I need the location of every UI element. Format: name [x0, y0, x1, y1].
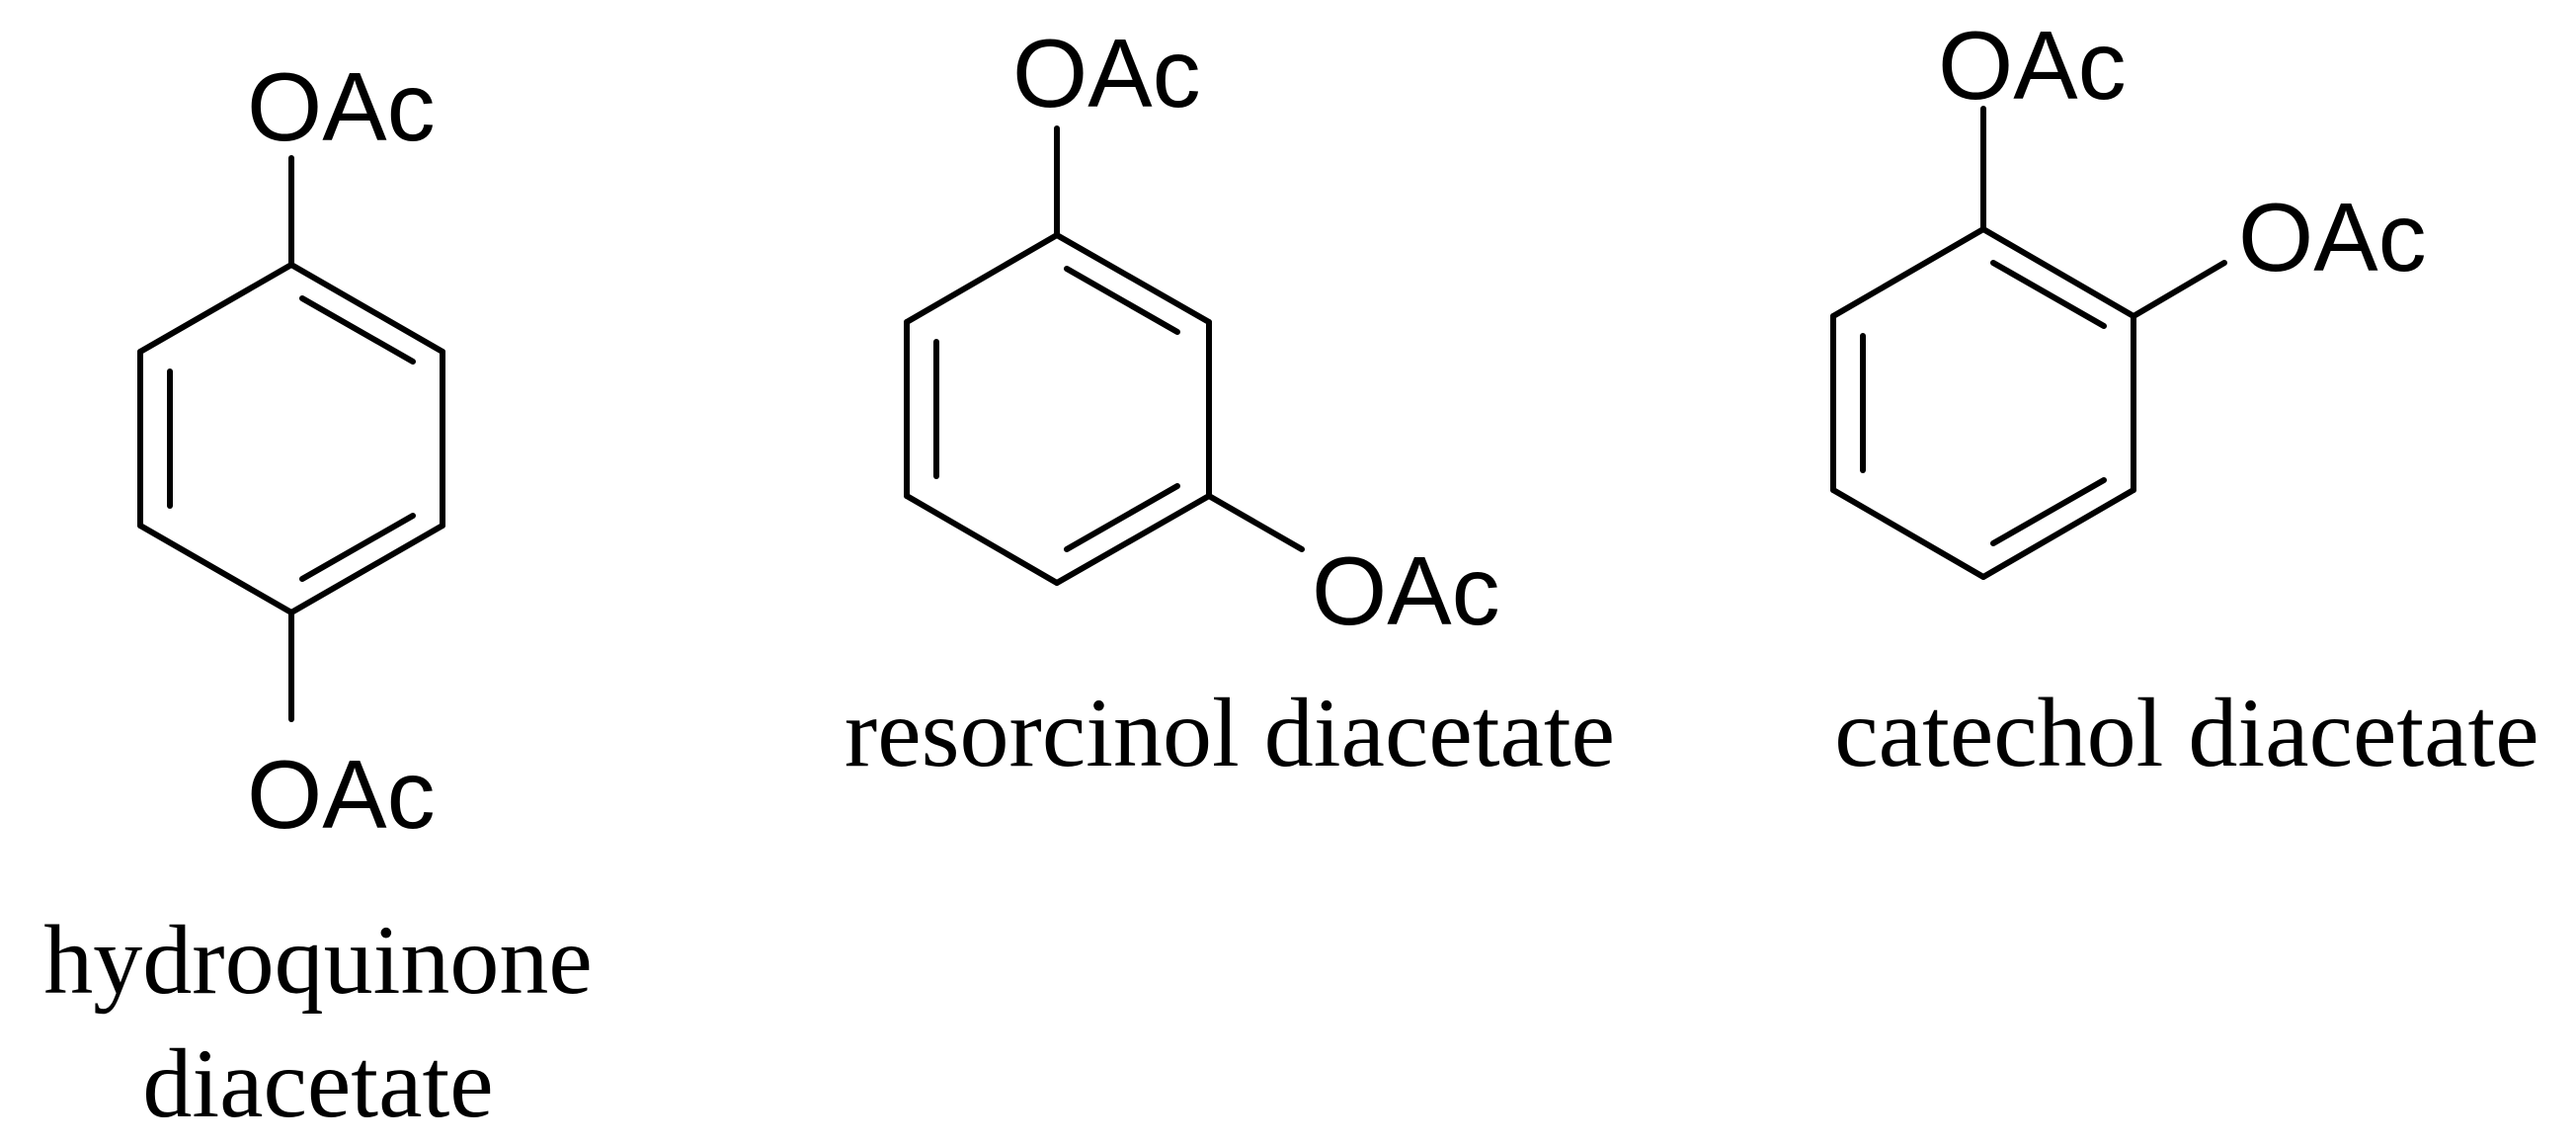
ring-bond: [137, 262, 294, 355]
oac-label-right: OAc: [2238, 183, 2427, 291]
hydroquinone-name-line-1: hydroquinone: [43, 905, 592, 1015]
ring-double-bond: [299, 513, 416, 582]
substituent-bond: [2131, 260, 2227, 319]
ring-double-bond: [299, 295, 416, 365]
ring-bond: [904, 493, 1060, 586]
ring-bond: [288, 523, 445, 615]
ring-bond: [1054, 493, 1212, 586]
oac-label-top: OAc: [1938, 11, 2127, 120]
ring-bond: [137, 523, 294, 615]
resorcinol-benzene-ring: [904, 232, 1212, 586]
ring-double-bond: [1990, 477, 2107, 546]
catechol-benzene-ring: [1830, 226, 2136, 580]
molecule-hydroquinone-diacetate: OAc OAc hydroquinone diacetate: [43, 52, 592, 1138]
resorcinol-name: resorcinol diacetate: [845, 678, 1615, 787]
ring-double-bond: [1064, 483, 1180, 552]
molecule-resorcinol-diacetate: OAc OAc resorcinol diacetate: [845, 19, 1615, 787]
ring-bond: [1980, 487, 2136, 580]
substituent-bond: [1206, 493, 1305, 552]
ring-bond: [1830, 487, 1986, 580]
oac-label-top: OAc: [247, 52, 436, 161]
ring-bond: [1980, 226, 2136, 319]
oac-label-bottom: OAc: [247, 740, 436, 849]
catechol-name: catechol diacetate: [1834, 678, 2538, 787]
ring-bond: [288, 262, 445, 355]
oac-label-bottom-right: OAc: [1312, 536, 1500, 645]
ring-double-bond: [1064, 266, 1180, 335]
ring-double-bond: [1990, 260, 2107, 329]
molecule-catechol-diacetate: OAc OAc catechol diacetate: [1830, 11, 2539, 787]
hydroquinone-benzene-ring: [137, 262, 445, 615]
hydroquinone-name-line-2: diacetate: [142, 1028, 493, 1138]
ring-bond: [904, 232, 1060, 325]
ring-bond: [1054, 232, 1212, 325]
ring-bond: [1830, 226, 1986, 319]
oac-label-top: OAc: [1012, 19, 1201, 127]
